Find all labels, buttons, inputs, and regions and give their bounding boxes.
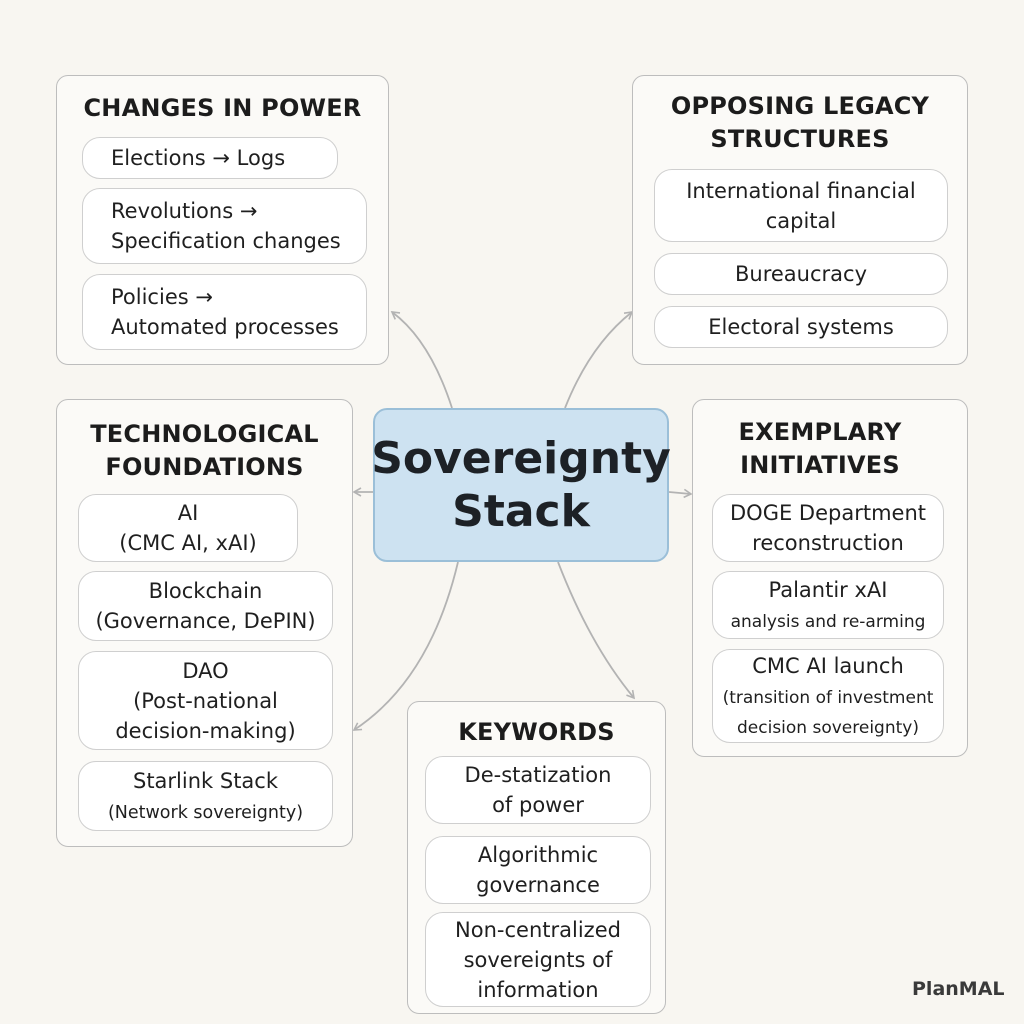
item-label: Starlink Stack xyxy=(132,769,279,793)
item-non-centralized: Non-centralized sovereignts of information xyxy=(425,912,651,1007)
item-label-2: reconstruction xyxy=(752,531,904,555)
item-elections-logs: Elections → Logs xyxy=(82,137,338,179)
item-label: Revolutions → xyxy=(111,199,258,223)
item-ai: AI (CMC AI, xAI) xyxy=(78,494,298,562)
item-label: Blockchain xyxy=(148,579,263,603)
item-label-2: (Governance, DePIN) xyxy=(95,609,316,633)
item-label-2: (CMC AI, xAI) xyxy=(119,531,257,555)
central-node-title-line2: Stack xyxy=(452,486,590,537)
panel-title: CHANGES IN POWER xyxy=(83,94,362,122)
item-de-statization: De-statization of power xyxy=(425,756,651,824)
item-label-2: sovereignts of xyxy=(463,947,613,972)
panel-keywords: KEYWORDS De-statization of power Algorith… xyxy=(407,701,666,1014)
connector-to-changes-in-power xyxy=(390,311,453,409)
item-label-2: governance xyxy=(476,873,600,897)
item-label-3: decision sovereignty) xyxy=(737,718,919,738)
item-label-3: information xyxy=(477,977,599,1002)
item-bureaucracy: Bureaucracy xyxy=(654,253,948,295)
item-dao: DAO (Post-national decision-making) xyxy=(78,651,333,750)
item-policies: Policies → Automated processes xyxy=(82,274,367,350)
connector-to-opposing-legacy xyxy=(564,311,634,409)
item-label-2: (transition of investment xyxy=(722,688,934,708)
item-label: AI xyxy=(177,501,199,525)
item-revolutions: Revolutions → Specification changes xyxy=(82,188,367,264)
item-palantir-xai: Palantir xAI analysis and re-arming xyxy=(712,571,944,639)
item-label-2: (Network sovereignty) xyxy=(107,803,304,823)
item-algorithmic-governance: Algorithmic governance xyxy=(425,836,651,904)
item-doge-department: DOGE Department reconstruction xyxy=(712,494,944,562)
item-starlink-stack: Starlink Stack (Network sovereignty) xyxy=(78,761,333,831)
item-electoral-systems: Electoral systems xyxy=(654,306,948,348)
item-label: DOGE Department xyxy=(730,501,926,525)
item-label: CMC AI launch xyxy=(752,654,904,678)
item-international-financial-capital: International financial capital xyxy=(654,169,948,242)
item-label: De-statization xyxy=(464,763,612,787)
item-label: International financial xyxy=(686,178,916,203)
item-label-2: Specification changes xyxy=(111,229,341,253)
item-label: Palantir xAI xyxy=(768,578,888,602)
item-label: Electoral systems xyxy=(708,315,894,339)
item-label-2: of power xyxy=(492,793,584,817)
connector-to-exemplary-initiatives xyxy=(668,488,693,499)
item-label-2: (Post-national xyxy=(133,688,278,713)
item-label: Algorithmic xyxy=(477,843,599,867)
item-label: Non-centralized xyxy=(455,917,621,942)
item-blockchain: Blockchain (Governance, DePIN) xyxy=(78,571,333,641)
item-label-2: capital xyxy=(765,208,837,233)
item-label: Bureaucracy xyxy=(734,262,867,286)
connector-to-keywords xyxy=(557,561,636,700)
item-cmc-ai-launch: CMC AI launch (transition of investment de… xyxy=(712,649,944,743)
central-node-title-line1: Sovereignty xyxy=(371,433,671,484)
item-label-2: analysis and re-arming xyxy=(730,612,926,632)
item-label: Policies → xyxy=(111,285,213,309)
item-label: Elections → Logs xyxy=(111,146,286,170)
panel-title: KEYWORDS xyxy=(458,718,615,746)
item-label-3: decision-making) xyxy=(115,718,296,743)
brand-logo-text: PlanMAL xyxy=(912,978,1005,1000)
item-label: DAO xyxy=(182,658,229,683)
panel-changes-in-power: CHANGES IN POWER Elections → Logs Revolu… xyxy=(56,75,389,365)
item-label-2: Automated processes xyxy=(111,315,339,339)
